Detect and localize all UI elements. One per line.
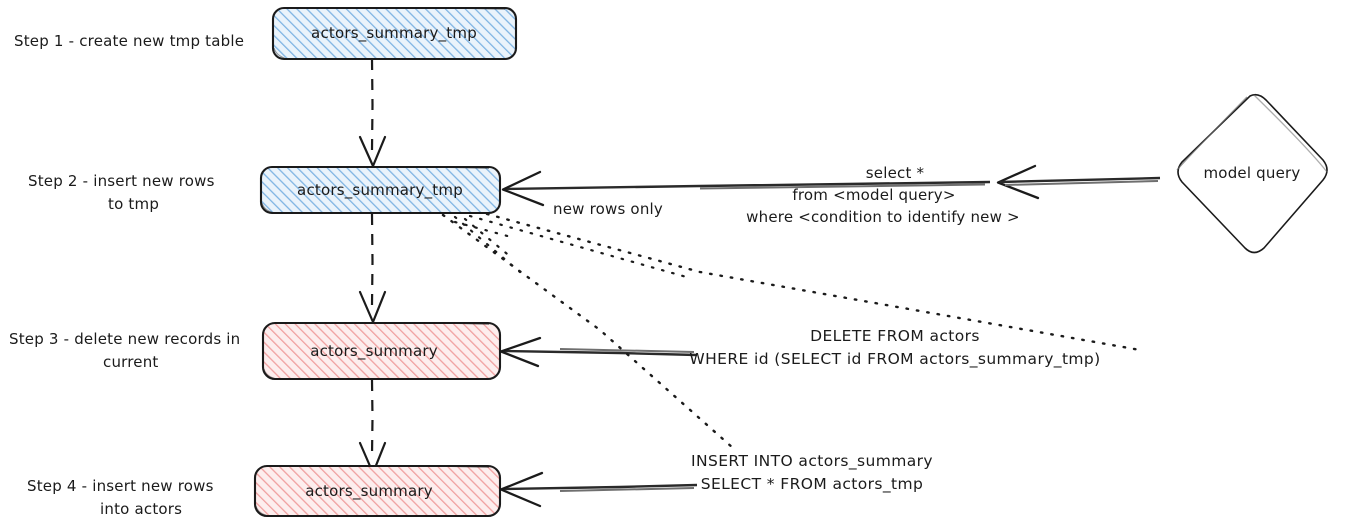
step-3-group: Step 3 - delete new records in current a… xyxy=(9,321,502,381)
delete-query-line2: WHERE id (SELECT id FROM actors_summary_… xyxy=(689,350,1100,369)
step-2-label-line2: to tmp xyxy=(108,195,159,213)
arrow-insert-query xyxy=(499,471,698,508)
node-step-4[interactable]: actors_summary xyxy=(253,464,502,518)
select-query-line1: select * xyxy=(866,164,925,182)
arrow-step3-to-step4 xyxy=(358,379,387,475)
delete-query-line1: DELETE FROM actors xyxy=(810,327,980,345)
insert-query-line1: INSERT INTO actors_summary xyxy=(691,452,933,471)
node-step-4-label: actors_summary xyxy=(305,482,433,501)
step-1-label-line1: Step 1 - create new tmp table xyxy=(14,32,244,50)
node-model-query-shape xyxy=(1177,93,1328,254)
step-2-group: Step 2 - insert new rows to tmp actors_s… xyxy=(28,165,502,215)
arrowhead-select-query xyxy=(996,164,1161,200)
insert-query-line2: SELECT * FROM actors_tmp xyxy=(701,475,924,494)
node-step-2[interactable]: actors_summary_tmp xyxy=(259,165,502,215)
node-step-3-label: actors_summary xyxy=(310,342,438,361)
arrow-step1-to-step2 xyxy=(358,58,387,168)
select-query-line3: where <condition to identify new > xyxy=(746,208,1020,226)
arrow-delete-query xyxy=(499,336,698,368)
leader-step2-to-insert xyxy=(441,213,735,450)
node-model-query-label: model query xyxy=(1204,164,1301,182)
annotation-insert-query: INSERT INTO actors_summary SELECT * FROM… xyxy=(691,452,933,494)
node-step-1-label: actors_summary_tmp xyxy=(311,24,477,43)
step-1-group: Step 1 - create new tmp table actors_sum… xyxy=(14,6,518,61)
step-4-label-line2: into actors xyxy=(100,500,182,518)
annotation-delete-query: DELETE FROM actors WHERE id (SELECT id F… xyxy=(689,327,1100,369)
arrow-step2-to-step3 xyxy=(358,213,387,324)
annotation-new-rows-only: new rows only xyxy=(553,200,663,218)
step-2-label-line1: Step 2 - insert new rows xyxy=(28,172,215,190)
step-3-label-line1: Step 3 - delete new records in xyxy=(9,330,240,348)
step-4-group: Step 4 - insert new rows into actors act… xyxy=(27,464,502,518)
select-query-line2: from <model query> xyxy=(792,186,955,204)
node-step-1[interactable]: actors_summary_tmp xyxy=(271,6,518,61)
node-step-2-label: actors_summary_tmp xyxy=(297,181,463,200)
node-model-query[interactable]: model query xyxy=(1176,93,1328,254)
annotation-select-query: select * from <model query> where <condi… xyxy=(746,164,1020,226)
leader-step2-to-delete xyxy=(453,212,1142,352)
arrow-new-rows-only: new rows only xyxy=(501,170,991,218)
step-4-label-line1: Step 4 - insert new rows xyxy=(27,477,214,495)
node-step-3[interactable]: actors_summary xyxy=(261,321,502,381)
step-3-label-line2: current xyxy=(103,353,159,371)
